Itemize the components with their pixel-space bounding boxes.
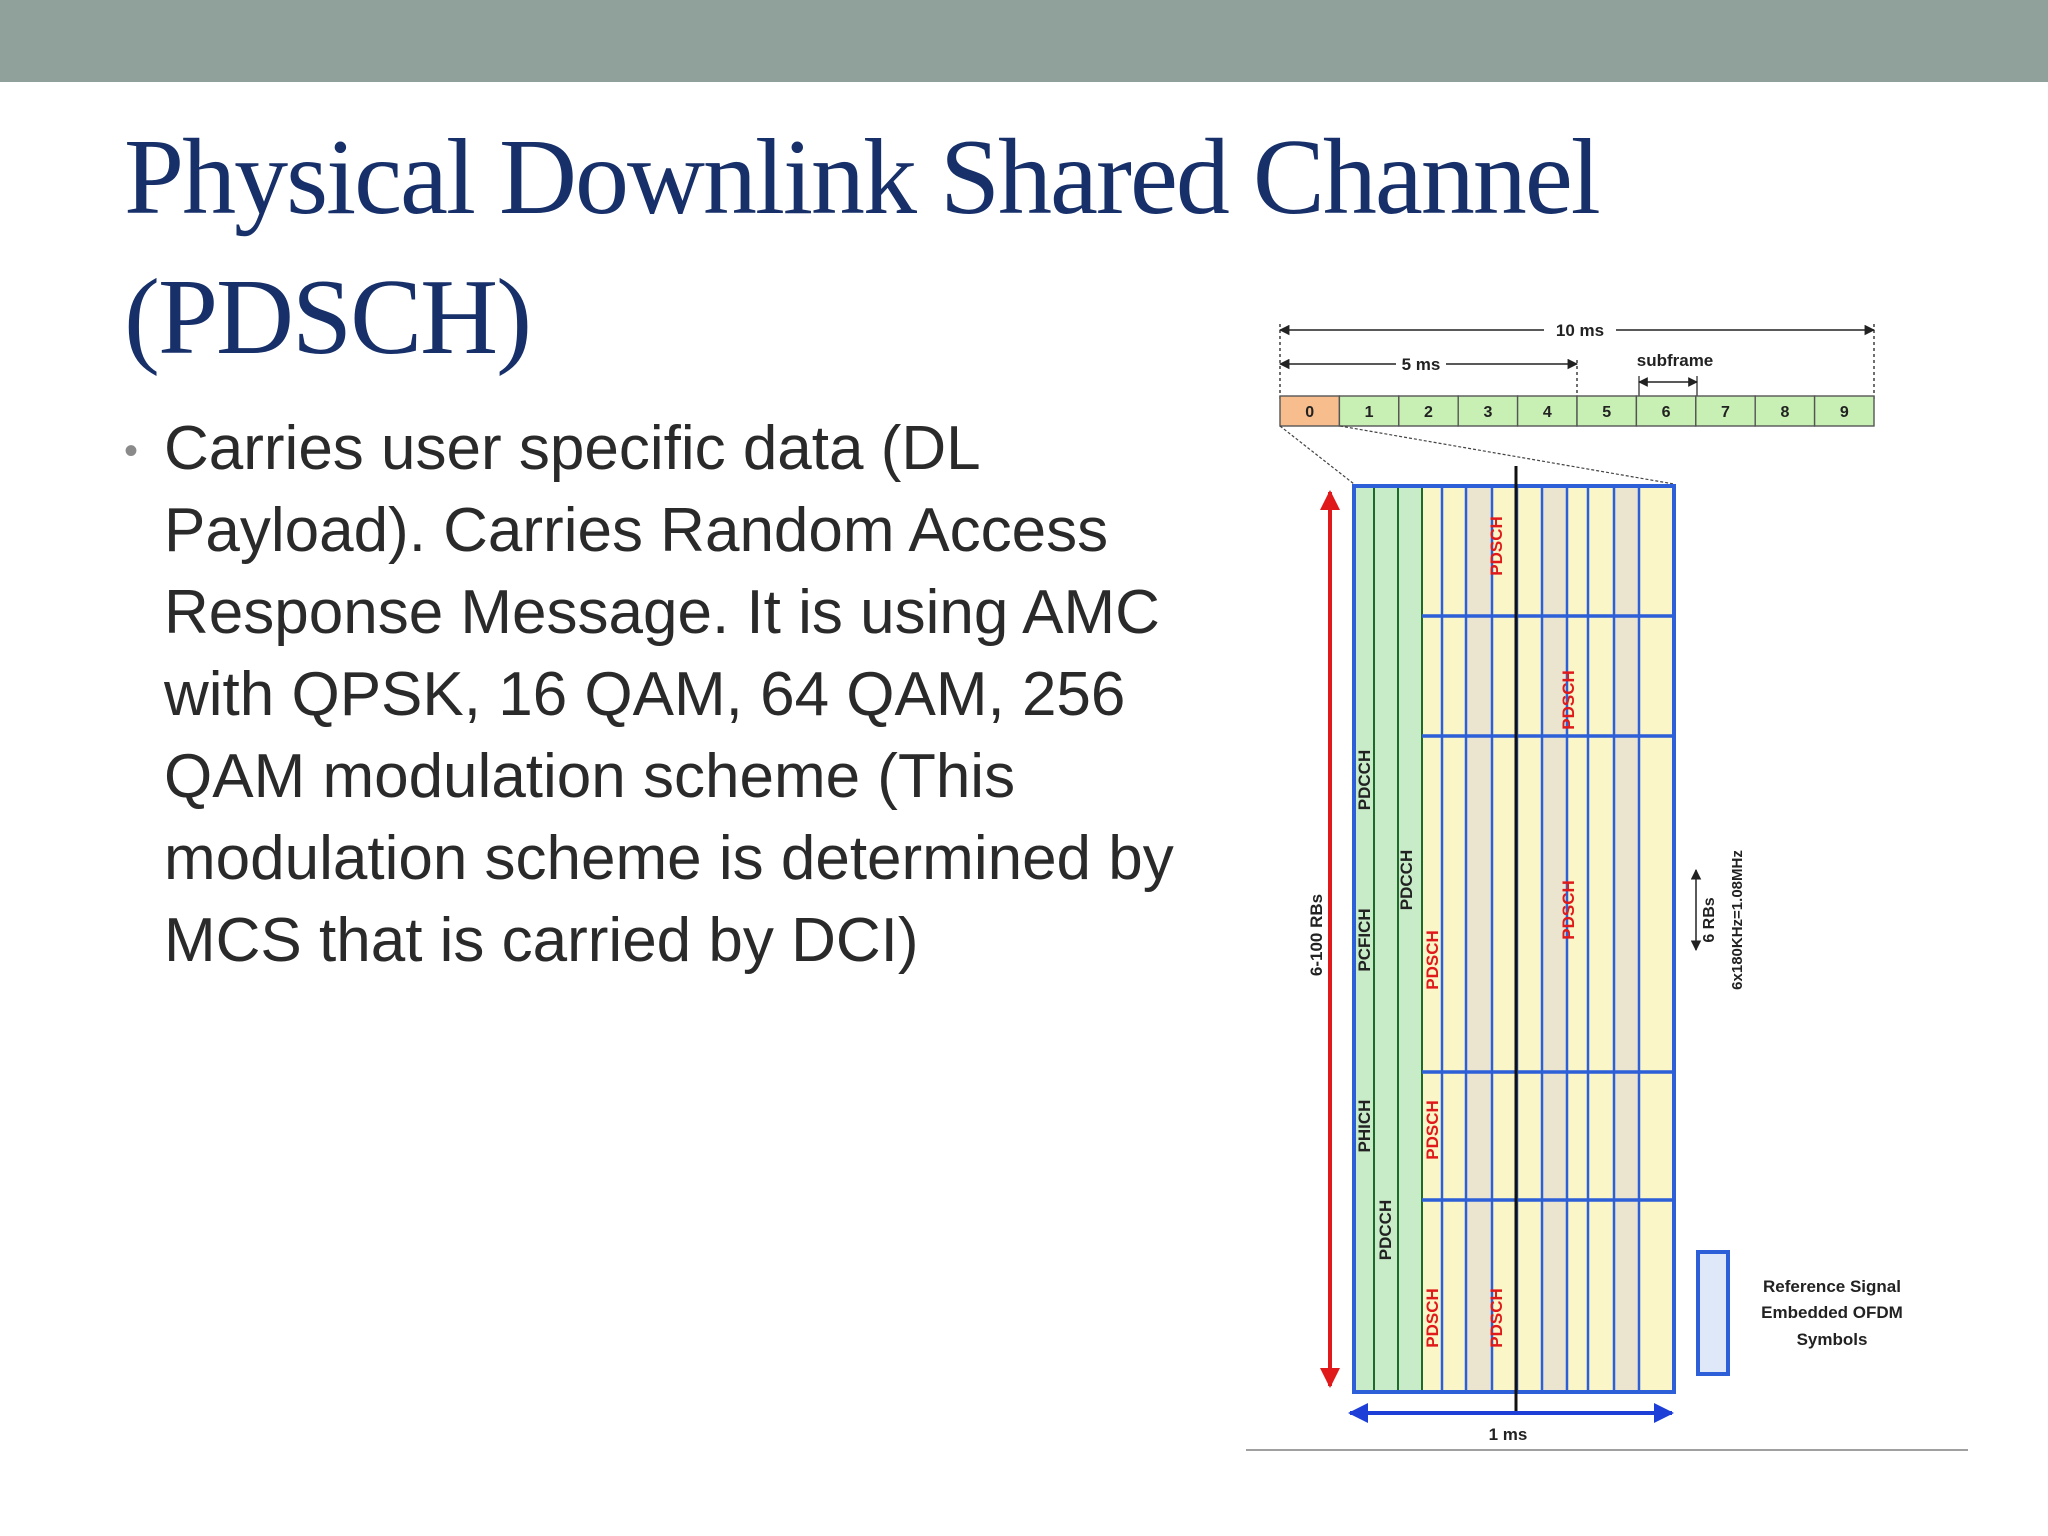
symbol-column — [1374, 486, 1398, 1392]
subframe-cell — [1398, 395, 1459, 427]
pdsch-label: PDSCH — [1423, 1100, 1442, 1160]
subframe-arrow: subframe — [1637, 351, 1714, 398]
slide-title: Physical Downlink Shared Channel (PDSCH) — [124, 108, 1764, 388]
pdsch-label: PDSCH — [1487, 516, 1506, 576]
subframe-cell — [1516, 395, 1578, 427]
half-frame-arrow: 5 ms — [1278, 352, 1579, 400]
bullet-list: • Carries user specific data (DL Payload… — [124, 408, 1254, 982]
title-line-1: Physical Downlink Shared Channel — [124, 118, 1601, 237]
pdsch-label: PDSCH — [1559, 670, 1578, 730]
pdcch-label: PDCCH — [1397, 850, 1416, 910]
subframe-cell — [1576, 395, 1638, 427]
symbol-column — [1614, 486, 1639, 1392]
title-line-2: (PDSCH) — [124, 258, 532, 377]
half-frame-label: 5 ms — [1402, 355, 1441, 374]
subframe-number: 5 — [1602, 404, 1611, 421]
symbol-column — [1466, 486, 1492, 1392]
legend-line-2: Embedded OFDM — [1761, 1303, 1903, 1322]
bullet-item: • Carries user specific data (DL Payload… — [124, 408, 1254, 982]
legend-line-3: Symbols — [1797, 1330, 1868, 1349]
subframe-number: 4 — [1543, 404, 1552, 421]
subframe-cell — [1338, 395, 1400, 427]
symbol-column — [1422, 486, 1442, 1392]
subframe-number: 7 — [1721, 404, 1730, 421]
time-axis-label: 1 ms — [1489, 1425, 1528, 1444]
subframe-cell — [1457, 395, 1519, 427]
rb-group-label: 6 RBs — [1701, 897, 1718, 942]
subframe-cell — [1754, 395, 1816, 427]
bullet-dot-icon: • — [124, 429, 139, 473]
bullet-text: Carries user specific data (DL Payload).… — [164, 414, 1174, 975]
symbol-column — [1567, 486, 1588, 1392]
subframe-number: 2 — [1424, 404, 1433, 421]
subframe-cell — [1813, 395, 1875, 427]
grid-border — [1352, 484, 1676, 1394]
subframe-strip: 0 1 2 3 4 5 6 7 8 9 — [1279, 395, 1875, 427]
pdsch-label: PDSCH — [1423, 930, 1442, 990]
subframe-number: 1 — [1365, 404, 1374, 421]
subframe-cell — [1695, 395, 1756, 427]
frame-label: 10 ms — [1556, 321, 1604, 340]
symbol-column — [1588, 486, 1614, 1392]
rb-group-marker: 6 RBs 6x180KHz=1.08MHz — [1690, 850, 1746, 990]
time-axis-arrow: 1 ms — [1348, 1403, 1674, 1444]
legend: Reference Signal Embedded OFDM Symbols — [1696, 1250, 1903, 1376]
legend-line-1: Reference Signal — [1763, 1277, 1901, 1296]
pdsch-label: PDSCH — [1423, 1288, 1442, 1348]
rb-bandwidth-label: 6x180KHz=1.08MHz — [1729, 850, 1746, 990]
symbol-column — [1398, 486, 1422, 1392]
zoom-line-left — [1279, 425, 1355, 485]
subframe-number: 6 — [1662, 404, 1671, 421]
symbol-column — [1354, 486, 1374, 1392]
subframe-number: 3 — [1483, 404, 1492, 421]
rb-axis-label: 6-100 RBs — [1307, 894, 1326, 976]
symbol-column — [1542, 486, 1567, 1392]
subframe-cell — [1279, 395, 1341, 427]
top-bar — [0, 0, 2048, 82]
symbol-column — [1492, 486, 1517, 1392]
frame-arrow: 10 ms — [1278, 318, 1876, 400]
legend-swatch — [1696, 1250, 1730, 1376]
phich-label: PHICH — [1355, 1100, 1374, 1153]
pcfich-label: PCFICH — [1355, 908, 1374, 971]
pdsch-resource-diagram: 10 ms 5 ms subframe 0 1 2 3 4 5 6 7 8 9 PDCCH PCFI… — [1246, 318, 1968, 1451]
symbol-column — [1517, 486, 1542, 1392]
symbol-column — [1639, 486, 1674, 1392]
resource-grid: PDCCH PCFICH PHICH PDCCH PDCCH PDSCH PDSCH PDSC… — [1352, 466, 1676, 1412]
subframe-number: 9 — [1840, 404, 1849, 421]
symbol-column — [1442, 486, 1466, 1392]
zoom-line-right — [1339, 425, 1675, 485]
subframe-number: 8 — [1780, 404, 1789, 421]
pdsch-label: PDSCH — [1559, 880, 1578, 940]
pdcch-label: PDCCH — [1355, 750, 1374, 810]
rb-axis-arrow: 6-100 RBs — [1307, 490, 1340, 1388]
subframe-label: subframe — [1637, 351, 1714, 370]
subframe-number: 0 — [1305, 404, 1314, 421]
pdsch-label: PDSCH — [1487, 1288, 1506, 1348]
pdcch-label: PDCCH — [1376, 1200, 1395, 1260]
